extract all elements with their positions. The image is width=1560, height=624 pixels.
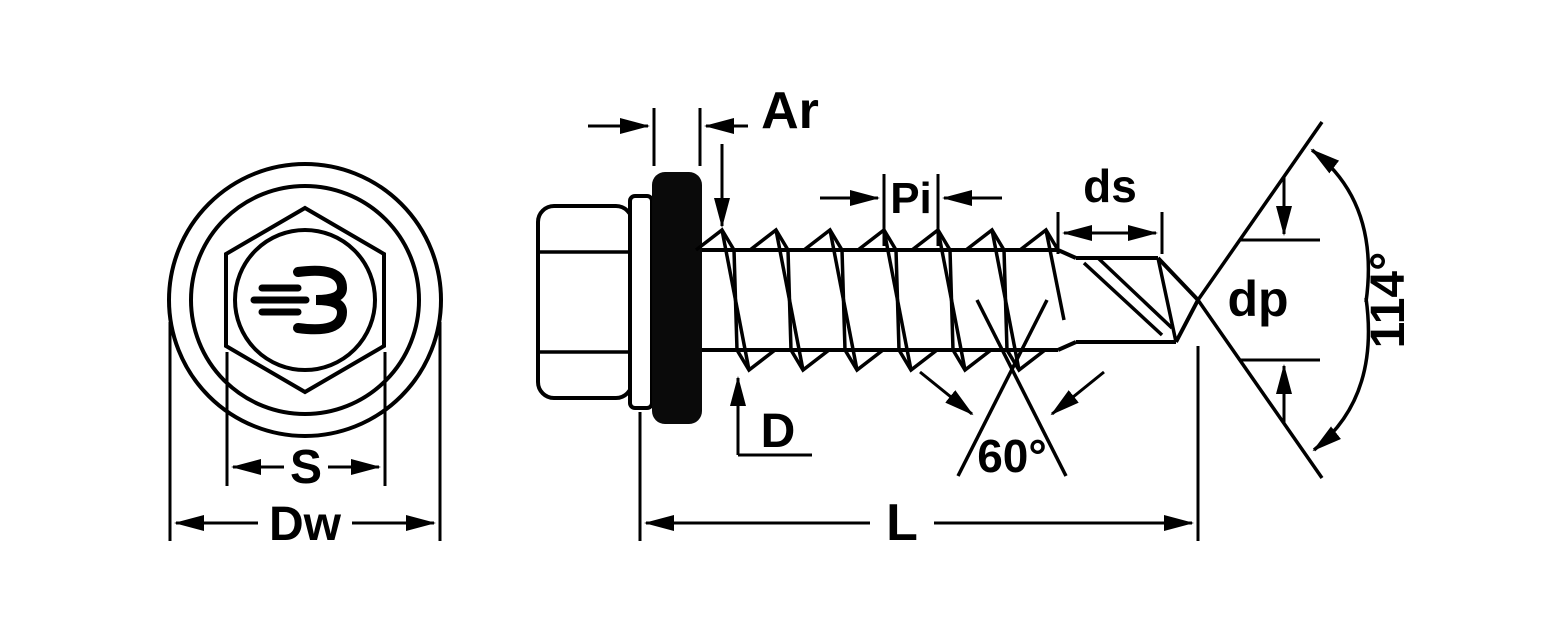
dim-pi: Pi [820,174,1002,246]
rubber-gasket [652,172,702,424]
brand-z-glyph [293,265,348,335]
thread-crest-bottom [735,348,777,373]
thread-root-line [1002,249,1009,351]
drill-flute-line [1082,261,1164,337]
drill-point [1057,248,1200,352]
ds-label: ds [1083,160,1137,212]
thread-crest-top [964,227,1006,252]
dim-thread-angle: 60° [919,299,1105,482]
thread-crest-bottom [897,348,939,373]
dim-l: L [638,346,1200,552]
pi-label: Pi [890,174,932,223]
drill-transition-top [1057,248,1077,260]
thread-root-line [894,249,901,351]
thread-angle-arrow-right [1050,370,1105,416]
thread-crest-bottom [789,348,831,373]
head-boss-circle [233,228,377,372]
ar-label: Ar [761,82,819,140]
washer-outer-circle [167,162,443,438]
thread-crest-bottom [951,348,993,373]
point-angle-line-top [1196,120,1324,302]
thread-crest-top [802,227,844,252]
hex-head-side [536,172,702,424]
drill-tip-top [1156,256,1200,302]
drill-flute-line [1096,256,1174,330]
dim-point-angle: 114° [1196,120,1415,480]
drill-tip-bottom [1174,299,1200,343]
thread-profile [694,227,1066,373]
l-label: L [886,494,918,552]
dim-ar: Ar [588,82,819,228]
thread-root-line [840,249,847,351]
thread-crest-top [856,227,898,252]
thread-angle-line-right [975,299,1068,477]
thread-angle-arrow-left [919,370,974,416]
thread-crest-top [1018,227,1060,252]
point-angle-line-bottom [1196,298,1324,480]
dw-label: Dw [269,498,342,551]
thread-root-line [732,249,739,351]
hex-head-outline [224,205,386,395]
dim-ds: ds [1056,160,1164,254]
front-view: S Dw [167,162,443,551]
d-label: D [761,405,796,458]
metal-flange-washer [628,194,654,410]
thread-root-line [786,249,793,351]
dp-label: dp [1227,271,1288,327]
point-angle-arc-bottom [1312,297,1371,452]
brand-mark [250,265,348,335]
thread-crest-bottom [843,348,885,373]
thread-crest-top [748,227,790,252]
thread-root-line [948,249,955,351]
drill-transition-bottom [1057,340,1077,352]
point-angle-arc-top [1310,148,1371,303]
thread-angle-label: 60° [977,430,1047,482]
s-label: S [290,441,322,494]
thread-angle-line-left [956,299,1049,477]
side-view: Ar Pi ds dp [536,82,1415,552]
dim-dp: dp [1227,176,1320,424]
dim-s: S [225,352,387,494]
thread-helix-line [1044,229,1066,321]
thread-crest-top [910,227,952,252]
drill-chisel-edge [1156,257,1178,343]
brand-arrow-bars [250,284,310,316]
washer-inner-circle [189,184,421,416]
dim-d: D [730,376,812,458]
dim-dw: Dw [168,322,442,551]
point-angle-label: 114° [1362,252,1415,349]
head-outline [536,204,634,400]
